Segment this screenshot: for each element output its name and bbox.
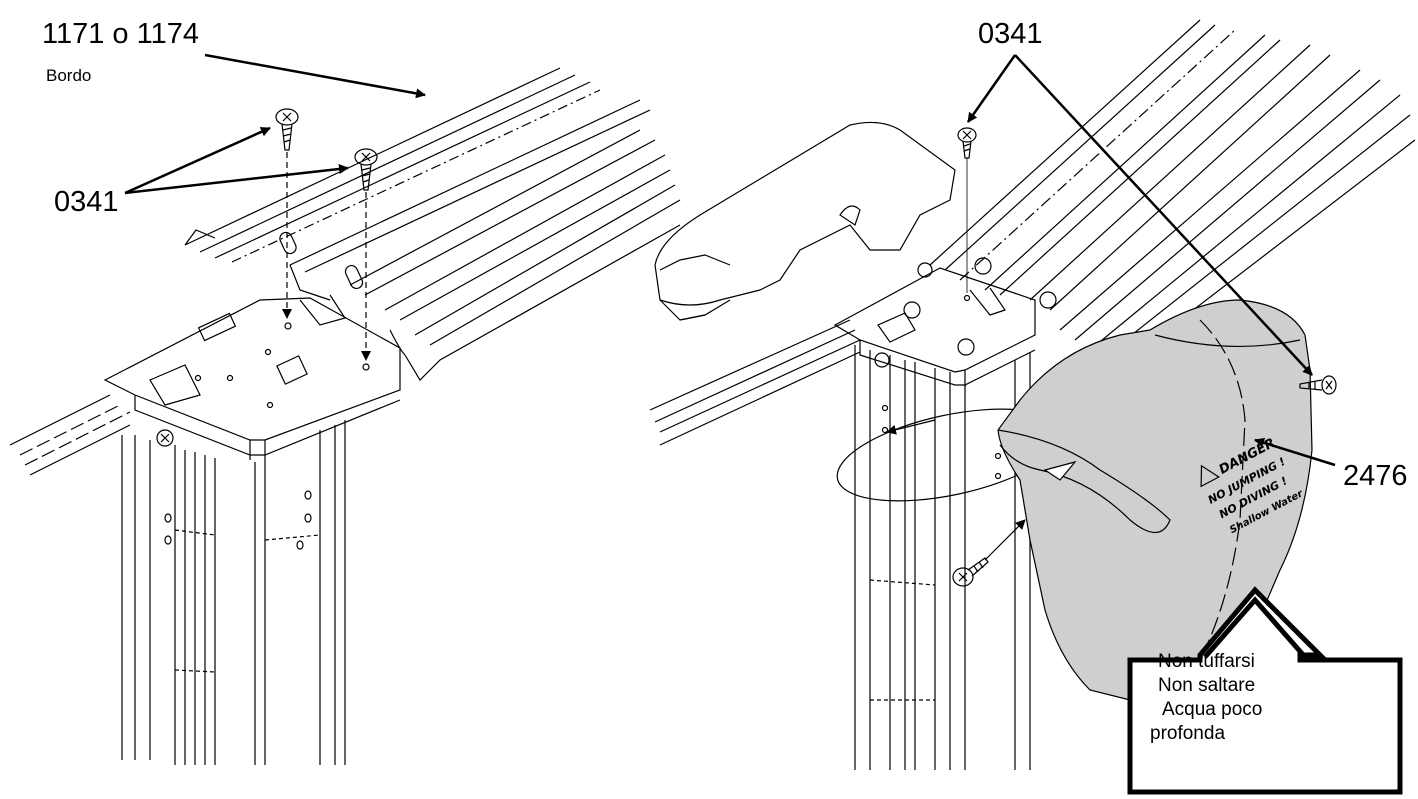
leader-edge	[204, 53, 426, 99]
warning-line-4: profonda	[1150, 723, 1226, 744]
rail-slot	[279, 231, 297, 255]
screw-part-number-right: 0341	[978, 18, 1043, 50]
right-screw-bottom	[952, 557, 989, 587]
detached-end-cap	[654, 121, 956, 321]
edge-part-name: Bordo	[46, 66, 92, 85]
right-horizontal-rail	[649, 319, 861, 446]
warning-text: Non tuffarsi Non saltare Acqua poco prof…	[1150, 650, 1300, 746]
warning-line-2: Non saltare	[1158, 675, 1256, 696]
left-screw-1	[275, 108, 299, 151]
edge-part-number: 1171 o 1174	[42, 18, 199, 50]
left-assembly	[9, 67, 681, 765]
leader-screw-right-1	[966, 54, 1017, 123]
left-screw-2	[354, 148, 378, 191]
installed-end-cap-2476	[997, 299, 1313, 701]
left-top-rail	[184, 67, 651, 301]
rail-slot	[344, 264, 364, 290]
leader-lines	[124, 53, 1336, 467]
screw-part-number-left: 0341	[54, 186, 119, 218]
warning-line-1: Non tuffarsi	[1158, 651, 1255, 672]
left-top-bracket	[103, 294, 401, 462]
left-side-rail	[349, 129, 681, 381]
right-top-bracket	[833, 257, 1057, 387]
right-screw-top	[957, 127, 977, 159]
leader-screw-right-2	[1014, 54, 1313, 376]
leader-screw-left-1	[124, 126, 271, 195]
leader-screw-left-2	[124, 164, 349, 195]
left-horizontal-rail	[9, 394, 131, 476]
cap-part-number: 2476	[1343, 460, 1408, 492]
right-assembly: DANGER NO JUMPING ! NO DIVING ! Shallow …	[649, 19, 1416, 770]
left-upright	[121, 420, 346, 765]
right-screw-side	[1299, 375, 1337, 395]
leader-cap	[1254, 437, 1336, 467]
warning-line-3: Acqua poco	[1162, 699, 1263, 720]
